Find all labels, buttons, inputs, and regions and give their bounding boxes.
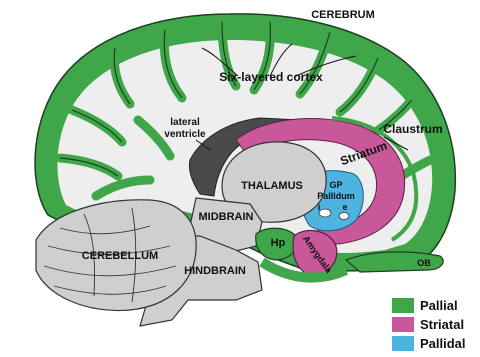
label-hindbrain: HINDBRAIN	[184, 265, 246, 277]
label-pallidum: Pallidum	[317, 191, 355, 201]
label-six-layered-cortex: Six-layered cortex	[219, 70, 323, 84]
legend-label-pallidal: Pallidal	[420, 336, 466, 351]
legend-item-striatal: Striatal	[392, 315, 480, 334]
pallidum-external-segment	[339, 213, 349, 220]
legend-label-pallial: Pallial	[420, 298, 458, 313]
legend: Pallial Striatal Pallidal	[392, 296, 480, 353]
label-lateral-ventricle-1: lateral	[170, 117, 200, 128]
label-pallidum-i: i	[318, 202, 321, 212]
legend-label-striatal: Striatal	[420, 317, 464, 332]
label-lateral-ventricle-2: ventricle	[164, 129, 206, 140]
label-cerebrum: CEREBRUM	[311, 9, 375, 21]
legend-swatch-pallial	[392, 298, 414, 313]
label-ob: OB	[417, 258, 431, 268]
label-gp: GP	[329, 180, 342, 190]
label-cerebellum: CEREBELLUM	[82, 250, 158, 262]
pallidum-internal-segment	[319, 209, 331, 217]
legend-swatch-striatal	[392, 317, 414, 332]
label-claustrum: Claustrum	[383, 122, 442, 136]
label-thalamus: THALAMUS	[241, 180, 303, 192]
label-midbrain: MIDBRAIN	[199, 211, 254, 223]
legend-item-pallial: Pallial	[392, 296, 480, 315]
label-pallidum-e: e	[342, 202, 347, 212]
legend-item-pallidal: Pallidal	[392, 334, 480, 353]
label-hp: Hp	[271, 237, 286, 249]
legend-swatch-pallidal	[392, 336, 414, 351]
